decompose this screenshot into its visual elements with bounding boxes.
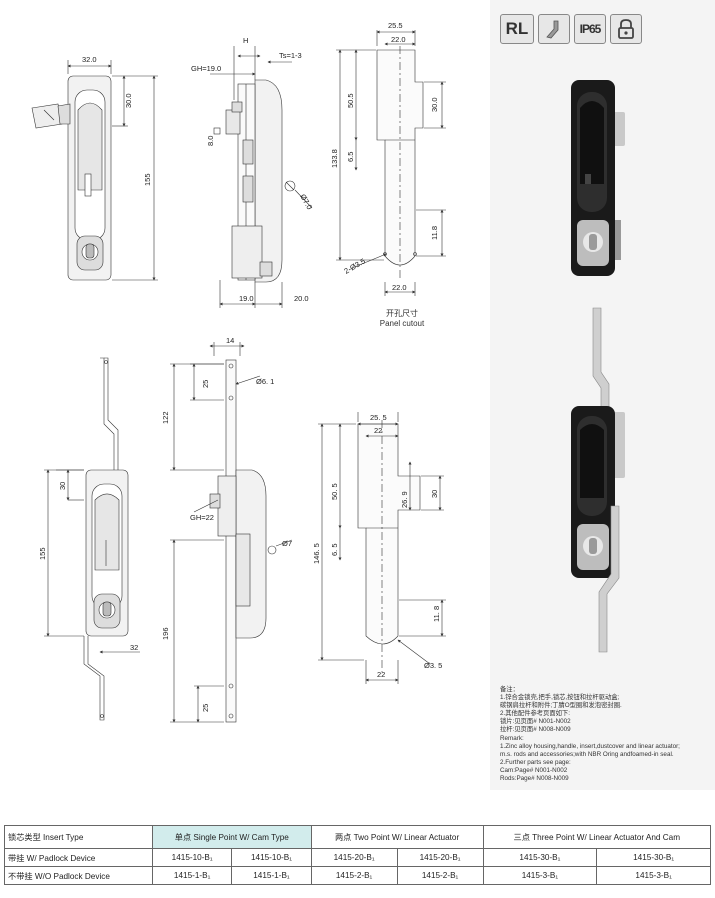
table-cell: 1415-20-B₁ (396, 848, 484, 867)
dim-rods-14: 14 (226, 336, 234, 345)
dim-top-h30: 30.0 (124, 93, 133, 108)
dim-bottom20: 20.0 (294, 294, 309, 303)
dim-rods-w32: 32 (130, 643, 138, 652)
note-line: 1.锌合金锁壳,把手,锁芯,按钮和拉杆驱动盒; (500, 694, 620, 702)
dim-cutout-30: 30.0 (430, 97, 439, 112)
table-header-insert-type: 锁芯类型 Insert Type (4, 825, 153, 849)
panel-cutout-top (336, 30, 446, 296)
dim-rods-hole61: Ø6. 1 (256, 377, 274, 386)
side-view-top (210, 46, 313, 308)
dim-h-label: H (243, 36, 248, 45)
dim-ts: Ts=1-3 (279, 51, 302, 60)
dim-square8: 8.0 (206, 136, 215, 146)
table-cell: 1415-2-B₁ (396, 866, 484, 885)
technical-drawings: 32.0 30.0 155 (31, 21, 446, 723)
dim-rods-h30: 30 (58, 482, 67, 490)
row-label: 带挂 W/ Padlock Device (4, 848, 153, 867)
table-cell: 1415-1-B₁ (231, 866, 312, 885)
front-view-rods (44, 357, 140, 721)
table-cell: 1415-10-B₁ (231, 848, 312, 867)
dim-cutout2-1465: 146. 5 (312, 543, 321, 564)
remarks: 备注： 1.锌合金锁壳,把手,锁芯,按钮和拉杆驱动盒; 碳钢肩拉杆和附件;丁腈O… (500, 686, 710, 783)
table-cell: 1415-30-B₁ (596, 848, 711, 867)
table-cell: 1415-3-B₁ (482, 866, 598, 885)
dim-rods-h155: 155 (38, 547, 47, 560)
dim-top-width: 32.0 (82, 55, 97, 64)
table-cell: 1415-2-B₁ (310, 866, 398, 885)
panel-cutout-bottom (318, 412, 446, 684)
cutout-caption-en: Panel cutout (379, 319, 425, 328)
part-number-table: 锁芯类型 Insert Type 单点 Single Point W/ Cam … (4, 825, 712, 885)
dim-cutout-118: 11.8 (430, 226, 439, 240)
product-photo-with-rods (571, 307, 625, 653)
dim-cutout2-22-top: 22 (374, 426, 382, 435)
dim-cutout-22-top: 22.0 (391, 35, 406, 44)
badge-rl: RL (500, 14, 534, 44)
dim-cutout-holes: 2-Ø3.5 (343, 256, 367, 275)
badge-ip65: IP65 (574, 14, 606, 44)
dim-gh-top: GH=19.0 (191, 64, 221, 73)
side-view-rods (170, 342, 293, 723)
table-cell: 1415-3-B₁ (596, 866, 711, 885)
dim-cutout2-505: 50. 5 (330, 483, 339, 500)
table-cell: 1415-20-B₁ (310, 848, 398, 867)
table-row: 不带挂 W/O Padlock Device 1415-1-B₁ 1415-1-… (4, 866, 711, 885)
note-line: Rods:Page# N008-N009 (500, 775, 569, 783)
dim-rods-196: 196 (161, 627, 170, 640)
dim-cutout2-65: 6. 5 (330, 543, 339, 556)
note-line: Remark: (500, 734, 524, 742)
dim-hole7: Ø7.0 (298, 193, 314, 212)
padlock-icon (610, 14, 642, 44)
row-label: 不带挂 W/O Padlock Device (4, 866, 153, 885)
dim-cutout-22-bottom: 22.0 (392, 283, 407, 292)
note-line: 2.Further parts see page: (500, 758, 571, 766)
dim-cutout-65: 6.5 (346, 152, 355, 162)
dim-rods-25-bottom: 25 (201, 704, 210, 712)
dim-cutout2-hole35: Ø3. 5 (424, 661, 442, 670)
note-line: 碳钢肩拉杆和附件;丁腈O型圈和发泡密封圈. (500, 702, 622, 710)
dim-cutout-505: 50.5 (346, 93, 355, 108)
note-line: 拉杆:见页面# N008-N009 (500, 726, 571, 734)
front-view-top (31, 60, 158, 281)
dim-cutout-1338: 133.8 (330, 149, 339, 168)
note-line: Cam:Page# N001-N002 (500, 766, 568, 774)
table-header-single-point: 单点 Single Point W/ Cam Type (152, 825, 312, 849)
dim-rods-122: 122 (161, 411, 170, 424)
table-cell: 1415-30-B₁ (482, 848, 598, 867)
note-line: 锁片:见页面# N001-N002 (500, 718, 571, 726)
cutout-caption: 开孔尺寸 Panel cutout (364, 308, 440, 328)
dim-cutout2-30: 30 (430, 490, 439, 498)
dim-cutout2-269: 26. 9 (400, 491, 409, 508)
table-header-three-point: 三点 Three Point W/ Linear Actuator And Ca… (482, 825, 712, 849)
feature-badges: RL IP65 (500, 14, 642, 44)
dim-rods-25-top: 25 (201, 380, 210, 388)
dim-cutout2-255: 25. 5 (370, 413, 387, 422)
table-cell: 1415-10-B₁ (151, 848, 233, 867)
cutout-caption-cn: 开孔尺寸 (386, 309, 418, 318)
dim-gh-rods: GH=22 (190, 513, 214, 522)
note-line: 1.Zinc alloy housing,handle, insert,dust… (500, 742, 680, 750)
dim-rods-hole7: Ø7 (282, 539, 292, 548)
dim-bottom19: 19.0 (239, 294, 254, 303)
table-header-row: 锁芯类型 Insert Type 单点 Single Point W/ Cam … (4, 825, 712, 849)
table-row: 带挂 W/ Padlock Device 1415-10-B₁ 1415-10-… (4, 848, 711, 867)
dim-top-h155: 155 (143, 173, 152, 186)
table-header-two-point: 两点 Two Point W/ Linear Actuator (310, 825, 484, 849)
dim-cutout2-118: 11. 8 (432, 606, 441, 622)
table-cell: 1415-1-B₁ (151, 866, 233, 885)
lever-icon (538, 14, 570, 44)
dim-cutout2-22-bottom: 22 (377, 670, 385, 679)
note-line: 2.其他配件参考页面如下: (500, 710, 570, 718)
note-line: 备注： (500, 686, 519, 693)
dim-cutout-255: 25.5 (388, 21, 403, 30)
note-line: m.s. rods and accessories;with NBR Oring… (500, 750, 674, 758)
product-photo-single-point (571, 80, 625, 276)
